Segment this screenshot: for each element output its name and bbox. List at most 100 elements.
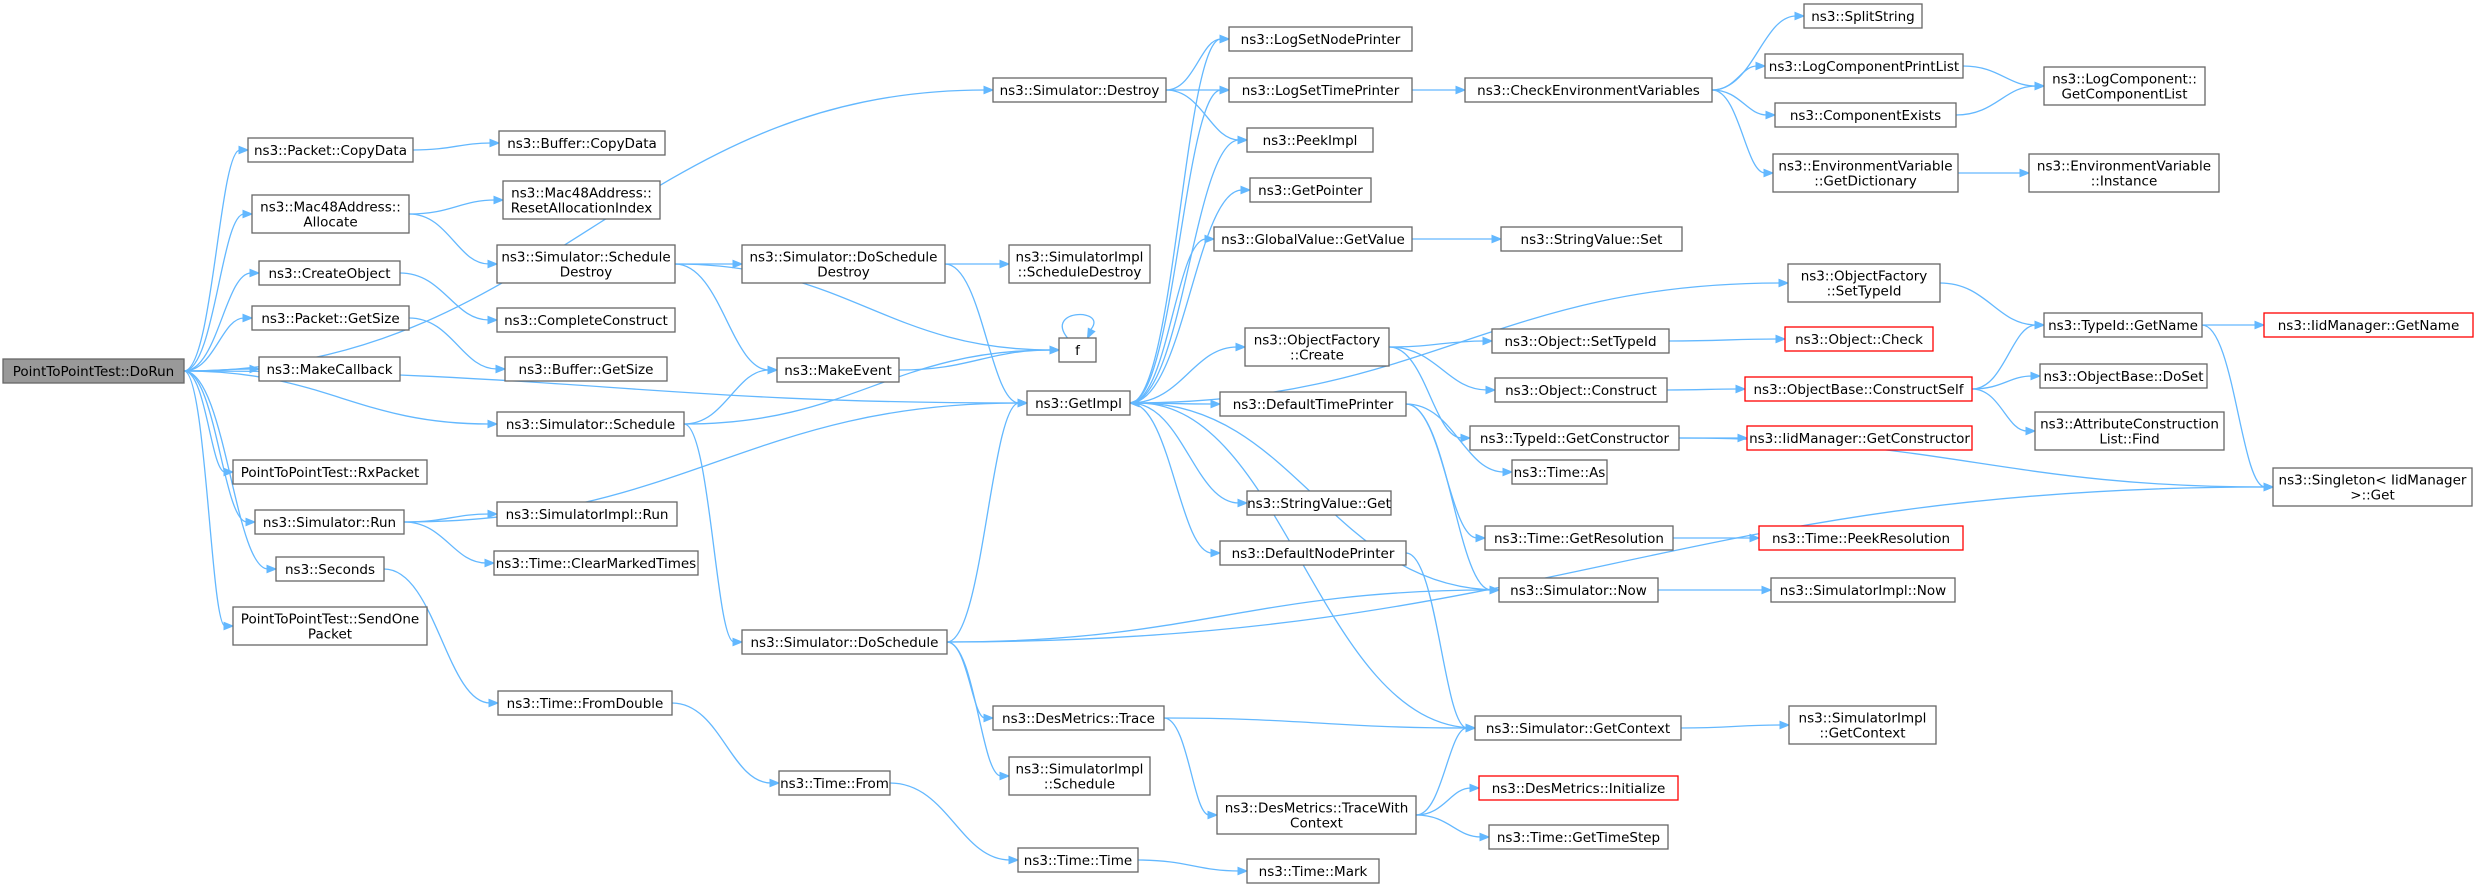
node-objconstruct[interactable]: ns3::Object::Construct	[1494, 377, 1668, 403]
node-implnow[interactable]: ns3::SimulatorImpl::Now	[1770, 577, 1956, 603]
node-f[interactable]: f	[1058, 337, 1097, 363]
node-checkenv[interactable]: ns3::CheckEnvironmentVariables	[1464, 77, 1713, 103]
node-ofsettypeid[interactable]: ns3::ObjectFactory::SetTypeId	[1787, 263, 1941, 303]
edge-root-to-rxpacket	[183, 370, 235, 477]
node-label: ns3::Object::SetTypeId	[1504, 334, 1656, 350]
node-logcomplist[interactable]: ns3::LogComponent::GetComponentList	[2043, 66, 2206, 106]
node-getres[interactable]: ns3::Time::GetResolution	[1484, 525, 1674, 551]
edge-getimpl-to-gvget	[1129, 234, 1216, 404]
node-schedDestroy[interactable]: ns3::Simulator::ScheduleDestroy	[496, 244, 676, 284]
node-box	[1511, 459, 1608, 485]
node-timefrom[interactable]: ns3::Time::From	[778, 770, 891, 796]
node-objcheck[interactable]: ns3::Object::Check	[1784, 326, 1934, 352]
node-singleton[interactable]: ns3::Singleton< IidManager>::Get	[2272, 467, 2473, 507]
node-makeevent[interactable]: ns3::MakeEvent	[776, 357, 900, 383]
node-timestep[interactable]: ns3::Time::GetTimeStep	[1488, 824, 1669, 850]
node-objsettypeid[interactable]: ns3::Object::SetTypeId	[1491, 328, 1670, 354]
node-simnow[interactable]: ns3::Simulator::Now	[1498, 577, 1659, 603]
node-svset[interactable]: ns3::StringValue::Set	[1500, 226, 1683, 252]
node-label: ns3::Time::GetResolution	[1494, 531, 1664, 547]
node-label: ns3::Mac48Address::	[260, 200, 401, 216]
edge-macalloc-to-resetalloc	[408, 195, 505, 215]
node-label: ns3::TypeId::GetConstructor	[1480, 431, 1670, 447]
node-makecb[interactable]: ns3::MakeCallback	[258, 356, 401, 382]
node-destrace[interactable]: ns3::DesMetrics::Trace	[992, 705, 1165, 731]
node-rxpacket[interactable]: PointToPointTest::RxPacket	[232, 459, 428, 485]
node-box	[1017, 847, 1139, 873]
node-seconds[interactable]: ns3::Seconds	[275, 556, 385, 582]
node-box	[1758, 525, 1964, 551]
node-label: ns3::DesMetrics::TraceWith	[1225, 801, 1409, 817]
node-desinit[interactable]: ns3::DesMetrics::Initialize	[1478, 775, 1679, 801]
node-compexists[interactable]: ns3::ComponentExists	[1774, 102, 1957, 128]
node-bufcopy[interactable]: ns3::Buffer::CopyData	[498, 130, 666, 156]
node-implschedDestroy[interactable]: ns3::SimulatorImpl::ScheduleDestroy	[1008, 244, 1151, 284]
node-root[interactable]: PointToPointTest::DoRun	[2, 358, 185, 384]
node-peekres[interactable]: ns3::Time::PeekResolution	[1758, 525, 1964, 551]
edge-ofsettypeid-to-typeidgetname	[1939, 282, 2046, 330]
node-clearmarked[interactable]: ns3::Time::ClearMarkedTimes	[493, 550, 699, 576]
node-lognode[interactable]: ns3::LogSetNodePrinter	[1228, 26, 1413, 52]
node-logcompprint[interactable]: ns3::LogComponentPrintList	[1764, 53, 1964, 79]
node-splitstr[interactable]: ns3::SplitString	[1803, 3, 1923, 29]
node-iidctor[interactable]: ns3::IidManager::GetConstructor	[1746, 425, 1973, 451]
node-envinstance[interactable]: ns3::EnvironmentVariable::Instance	[2028, 153, 2220, 193]
node-svget[interactable]: ns3::StringValue::Get	[1246, 490, 1392, 516]
node-getctx[interactable]: ns3::Simulator::GetContext	[1474, 715, 1682, 741]
node-getimpl[interactable]: ns3::GetImpl	[1026, 390, 1131, 416]
node-simrun[interactable]: ns3::Simulator::Run	[254, 509, 405, 535]
node-bufgetsize[interactable]: ns3::Buffer::GetSize	[504, 356, 668, 382]
node-gettypeidctor[interactable]: ns3::TypeId::GetConstructor	[1469, 425, 1680, 451]
node-implrun[interactable]: ns3::SimulatorImpl::Run	[496, 501, 678, 527]
node-obdoset[interactable]: ns3::ObjectBase::DoSet	[2039, 363, 2208, 389]
node-label: List::Find	[2099, 432, 2159, 448]
node-simdestroy[interactable]: ns3::Simulator::Destroy	[992, 77, 1167, 103]
node-timeas[interactable]: ns3::Time::As	[1511, 459, 1608, 485]
node-ofcreate[interactable]: ns3::ObjectFactory::Create	[1244, 327, 1390, 367]
node-peekimpl[interactable]: ns3::PeekImpl	[1246, 127, 1374, 153]
edge-getimpl-to-getpointer	[1129, 185, 1252, 404]
node-dosched[interactable]: ns3::Simulator::DoSchedule	[741, 629, 948, 655]
edge-destrace-to-getctx	[1163, 717, 1477, 733]
node-typeidgetname[interactable]: ns3::TypeId::GetName	[2043, 312, 2203, 338]
node-getpointer[interactable]: ns3::GetPointer	[1249, 177, 1372, 203]
node-iidgetname[interactable]: ns3::IidManager::GetName	[2263, 312, 2474, 338]
node-copydata[interactable]: ns3::Packet::CopyData	[247, 137, 414, 163]
node-box	[2263, 312, 2474, 338]
node-macalloc[interactable]: ns3::Mac48Address::Allocate	[251, 194, 410, 234]
node-gvget[interactable]: ns3::GlobalValue::GetValue	[1213, 226, 1413, 252]
node-label: ns3::Simulator::DoSchedule	[751, 635, 939, 651]
edge-dosched-to-simnow	[946, 585, 1501, 643]
node-fromdouble[interactable]: ns3::Time::FromDouble	[497, 690, 673, 716]
node-resetalloc[interactable]: ns3::Mac48Address::ResetAllocationIndex	[502, 180, 661, 220]
node-timemark[interactable]: ns3::Time::Mark	[1246, 858, 1380, 884]
node-box	[1246, 858, 1380, 884]
node-defnode[interactable]: ns3::DefaultNodePrinter	[1219, 540, 1407, 566]
node-obconstructself[interactable]: ns3::ObjectBase::ConstructSelf	[1744, 376, 1973, 402]
edge-root-to-sendone	[183, 370, 235, 631]
edge-root-to-simrun	[183, 370, 257, 527]
node-implsched[interactable]: ns3::SimulatorImpl::Schedule	[1008, 756, 1151, 796]
node-box	[496, 244, 676, 284]
node-label: ns3::ObjectBase::DoSet	[2043, 369, 2203, 385]
node-deftime[interactable]: ns3::DefaultTimePrinter	[1219, 391, 1407, 417]
node-simsched[interactable]: ns3::Simulator::Schedule	[496, 411, 685, 437]
node-implgetctx[interactable]: ns3::SimulatorImpl::GetContext	[1788, 705, 1937, 745]
node-label: ns3::MakeEvent	[784, 363, 892, 379]
node-createobj[interactable]: ns3::CreateObject	[258, 260, 401, 286]
node-box	[1026, 390, 1131, 416]
node-envdict[interactable]: ns3::EnvironmentVariable::GetDictionary	[1772, 153, 1959, 193]
edge-root-to-getsize	[183, 313, 254, 372]
node-logtime[interactable]: ns3::LogSetTimePrinter	[1228, 77, 1413, 103]
node-box	[1770, 577, 1956, 603]
node-complete[interactable]: ns3::CompleteConstruct	[496, 307, 676, 333]
node-timetime[interactable]: ns3::Time::Time	[1017, 847, 1139, 873]
node-getsize[interactable]: ns3::Packet::GetSize	[251, 305, 410, 331]
node-box	[776, 357, 900, 383]
node-label: ns3::GetImpl	[1035, 396, 1122, 412]
